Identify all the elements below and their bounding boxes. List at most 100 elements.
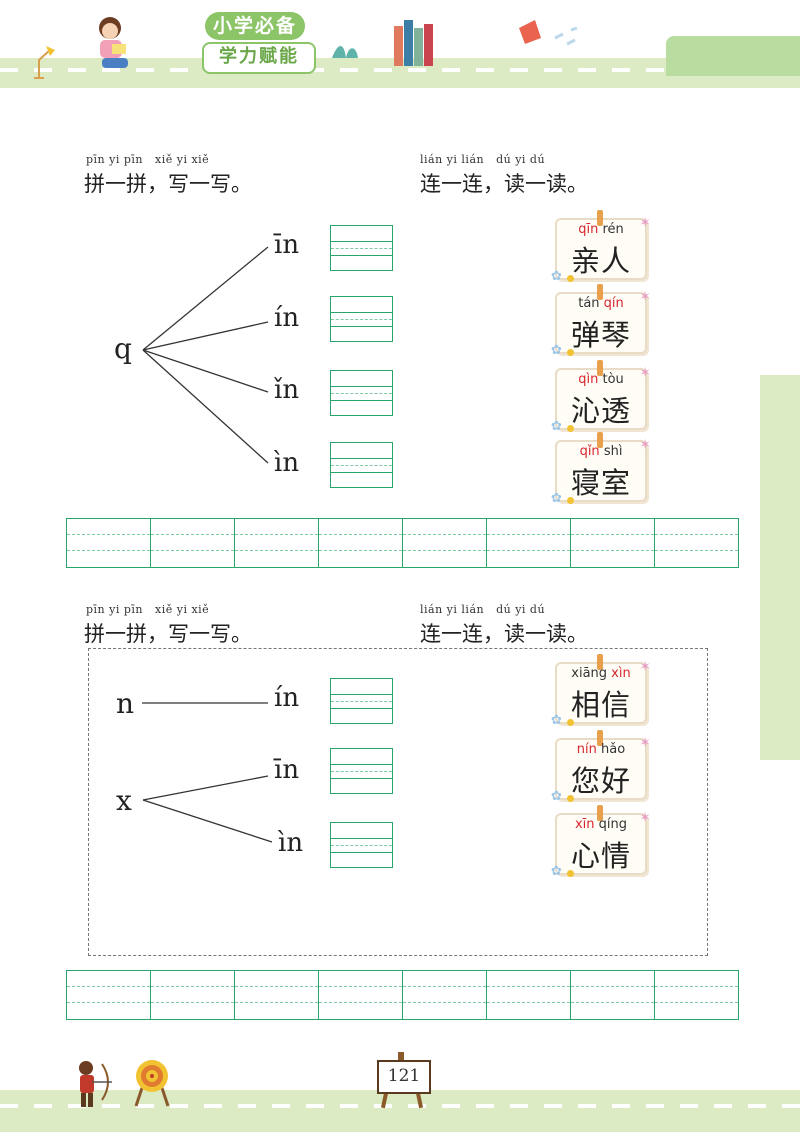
- flower-icon: ✿: [551, 343, 562, 358]
- card-word: 寝室: [570, 466, 631, 500]
- grid-cell[interactable]: [67, 971, 151, 1019]
- grid-cell[interactable]: [487, 519, 571, 567]
- girl-reading-illustration: [88, 14, 138, 76]
- grid-cell[interactable]: [655, 519, 738, 567]
- word-card-xiangxin[interactable]: ✶ ✿ xiāng xìn 相信: [551, 654, 651, 728]
- card-pinyin-2: hǎo: [601, 742, 626, 757]
- grid-cell[interactable]: [319, 971, 403, 1019]
- card-pinyin-2: shì: [603, 444, 623, 459]
- section1-right-pinyin: lián yi lián dú yi dú: [420, 153, 546, 166]
- grid-cell[interactable]: [571, 971, 655, 1019]
- section1-final-1: īn: [274, 230, 300, 260]
- dot-icon: [567, 349, 574, 356]
- star-icon: ✶: [639, 437, 651, 453]
- section1-final-3: ǐn: [274, 375, 300, 405]
- dot-icon: [567, 870, 574, 877]
- easel-top: [398, 1052, 404, 1062]
- header-road: [0, 68, 800, 72]
- flower-icon: ✿: [551, 713, 562, 728]
- grid-cell[interactable]: [487, 971, 571, 1019]
- star-icon: ✶: [639, 365, 651, 381]
- section2-dashed-area: [88, 648, 708, 956]
- card-pinyin-2: qín: [603, 296, 624, 311]
- grid-cell[interactable]: [403, 519, 487, 567]
- pin-icon: [597, 654, 603, 670]
- section1-left-heading: 拼一拼，写一写。: [84, 172, 252, 196]
- brand-title: 小学必备: [205, 12, 305, 40]
- footer-band: [0, 1090, 800, 1132]
- section1-writing-box-2[interactable]: [330, 296, 393, 342]
- flower-icon: ✿: [551, 419, 562, 434]
- dot-icon: [567, 795, 574, 802]
- grid-cell[interactable]: [235, 971, 319, 1019]
- right-side-tab: [760, 375, 800, 760]
- grid-cell[interactable]: [235, 519, 319, 567]
- pin-icon: [597, 730, 603, 746]
- word-card-qinren[interactable]: ✶ ✿ qīn rén 亲人: [551, 210, 651, 284]
- card-word: 亲人: [570, 244, 631, 278]
- grid-cell[interactable]: [655, 971, 738, 1019]
- dot-icon: [567, 275, 574, 282]
- brand-subtitle: 学力赋能: [202, 42, 316, 74]
- card-word: 心情: [570, 839, 631, 873]
- card-word: 沁透: [570, 394, 631, 428]
- grid-cell[interactable]: [319, 519, 403, 567]
- pin-icon: [597, 284, 603, 300]
- plant-illustration: [330, 36, 360, 60]
- flower-icon: ✿: [551, 864, 562, 879]
- archer-illustration: [72, 1058, 116, 1110]
- card-pinyin-1: nín: [576, 742, 597, 757]
- card-pinyin-1: tán: [578, 296, 600, 311]
- section2-writing-box-3[interactable]: [330, 822, 393, 868]
- flower-icon: ✿: [551, 789, 562, 804]
- grid-cell[interactable]: [151, 519, 235, 567]
- section2-right-heading: 连一连，读一读。: [420, 622, 588, 646]
- target-illustration: [132, 1058, 172, 1108]
- star-icon: ✶: [639, 735, 651, 751]
- grid-cell[interactable]: [67, 519, 151, 567]
- section2-writing-box-1[interactable]: [330, 678, 393, 724]
- dot-icon: [567, 719, 574, 726]
- footer-road: [0, 1104, 800, 1108]
- flower-icon: ✿: [551, 269, 562, 284]
- word-card-xinqing[interactable]: ✶ ✿ xīn qíng 心情: [551, 805, 651, 879]
- lamp-illustration: [30, 40, 56, 80]
- card-pinyin-1: qìn: [578, 372, 599, 387]
- card-pinyin-1: xīn: [574, 817, 595, 832]
- card-pinyin-1: qǐn: [579, 444, 600, 459]
- word-card-ninhao[interactable]: ✶ ✿ nín hǎo 您好: [551, 730, 651, 804]
- card-pinyin-2: qíng: [598, 817, 628, 832]
- section2-connector-lines: [142, 702, 273, 843]
- card-pinyin-1: qīn: [578, 222, 599, 237]
- header-right-tab: [666, 36, 800, 76]
- card-pinyin-2: rén: [602, 222, 624, 237]
- grid-cell[interactable]: [571, 519, 655, 567]
- section2-writing-grid[interactable]: [66, 970, 739, 1020]
- section1-connector-lines: [142, 246, 269, 464]
- section1-writing-box-3[interactable]: [330, 370, 393, 416]
- section1-writing-box-1[interactable]: [330, 225, 393, 271]
- card-pinyin-1: xiāng: [571, 666, 608, 681]
- section1-writing-grid[interactable]: [66, 518, 739, 568]
- grid-cell[interactable]: [403, 971, 487, 1019]
- pin-icon: [597, 432, 603, 448]
- section2-final-2: īn: [274, 755, 300, 785]
- section1-writing-box-4[interactable]: [330, 442, 393, 488]
- section2-left-pinyin: pīn yi pīn xiě yi xiě: [86, 603, 210, 616]
- word-card-tanqin[interactable]: ✶ ✿ tán qín 弹琴: [551, 284, 651, 358]
- section1-final-4: ìn: [274, 448, 300, 478]
- section2-writing-box-2[interactable]: [330, 748, 393, 794]
- star-icon: ✶: [639, 289, 651, 305]
- section2-initial-x: x: [116, 784, 132, 817]
- word-card-qinshi[interactable]: ✶ ✿ qǐn shì 寝室: [551, 432, 651, 506]
- card-word: 相信: [570, 688, 631, 722]
- word-card-qintou[interactable]: ✶ ✿ qìn tòu 沁透: [551, 360, 651, 434]
- section2-final-1: ín: [274, 683, 300, 713]
- grid-cell[interactable]: [151, 971, 235, 1019]
- books-illustration: [392, 18, 440, 68]
- pin-icon: [597, 360, 603, 376]
- section2-right-pinyin: lián yi lián dú yi dú: [420, 603, 546, 616]
- page-number: 121: [377, 1060, 431, 1094]
- section1-right-heading: 连一连，读一读。: [420, 172, 588, 196]
- section2-left-heading: 拼一拼，写一写。: [84, 622, 252, 646]
